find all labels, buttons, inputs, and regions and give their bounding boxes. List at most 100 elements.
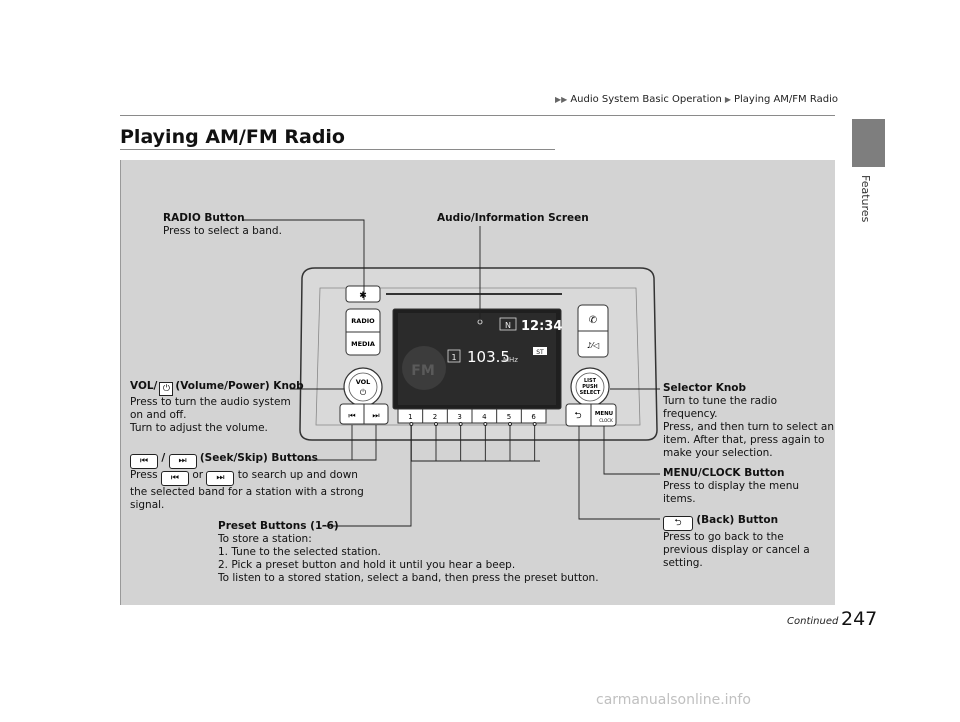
selector-desc-line: Turn to tune the radio xyxy=(663,395,778,407)
seek-title: (Seek/Skip) Buttons xyxy=(199,452,318,464)
menu-desc-line: Press to display the menu xyxy=(663,480,800,492)
section-tab xyxy=(852,119,885,167)
vol-desc-line: Press to turn the audio system xyxy=(130,396,291,408)
seek-callout: ⏮ / ⏭ (Seek/Skip) Buttons Press ⏮ or ⏭ t… xyxy=(130,452,364,512)
selector-desc-line: frequency. xyxy=(663,408,718,420)
continued-note: Continued xyxy=(787,616,839,627)
phone-icon[interactable]: ✆ xyxy=(589,315,597,326)
back-desc-line: setting. xyxy=(663,557,703,569)
seek-title-sep: / xyxy=(161,452,166,464)
menu-desc-line: items. xyxy=(663,493,696,505)
menu-clock-title: MENU/CLOCK Button xyxy=(663,467,785,479)
breadcrumb-item[interactable]: Playing AM/FM Radio xyxy=(733,94,838,105)
brightness-icon: ✱ xyxy=(359,291,367,301)
back-title: (Back) Button xyxy=(696,514,779,526)
radio-button-callout: RADIO Button Press to select a band. xyxy=(163,212,282,238)
screen-callout-title: Audio/Information Screen xyxy=(437,212,589,224)
vol-knob-callout: VOL/⏻(Volume/Power) Knob Press to turn t… xyxy=(130,380,304,435)
selector-desc-line: make your selection. xyxy=(663,447,773,459)
gear-badge xyxy=(499,317,517,331)
selector-label-push: PUSH xyxy=(582,384,598,390)
back-desc-line: previous display or cancel a xyxy=(663,544,810,556)
menu-button[interactable]: MENU xyxy=(595,411,613,417)
selector-title: Selector Knob xyxy=(663,382,747,394)
stereo-badge xyxy=(533,347,547,355)
page-title: Playing AM/FM Radio xyxy=(120,126,345,148)
preset-tick-dot xyxy=(434,422,438,426)
radio-button[interactable]: RADIO xyxy=(351,317,375,325)
menu-clock-callout: MENU/CLOCK Button Press to display the m… xyxy=(663,467,799,506)
radio-leader xyxy=(243,219,365,300)
back-desc-line: Press to go back to the xyxy=(663,531,784,543)
preset-desc-line: To store a station: xyxy=(218,533,312,545)
frequency-display: 103.5 xyxy=(467,348,510,366)
day-night-button[interactable] xyxy=(345,285,381,303)
preset-tick-dot xyxy=(458,422,463,426)
seek-or-text: or xyxy=(192,469,204,481)
preset-button-5[interactable]: 5 xyxy=(507,413,511,421)
preset-desc-line: To listen to a stored station, select a … xyxy=(218,572,599,584)
preset-button-3[interactable]: 3 xyxy=(457,413,461,421)
leader-lines xyxy=(243,219,660,527)
radio-button-desc: Press to select a band. xyxy=(163,225,282,237)
vol-title-prefix: VOL/ xyxy=(130,380,158,392)
seek-forward-icon: ⏭ xyxy=(168,454,197,469)
selector-desc-line: item. After that, press again to xyxy=(663,434,825,446)
preset-title: Preset Buttons (1-6) xyxy=(218,520,339,532)
vol-desc-line: on and off. xyxy=(130,409,187,421)
seek-rest-text: to search up and down xyxy=(237,469,358,481)
power-icon: ⏻ xyxy=(360,388,367,397)
selector-label-select: SELECT xyxy=(580,390,601,396)
stereo-label: ST xyxy=(536,349,544,356)
menu-leader xyxy=(603,426,660,475)
back-icon: ⮌ xyxy=(663,516,693,531)
back-leader xyxy=(578,426,660,520)
preset-desc-line: 2. Pick a preset button and hold it unti… xyxy=(218,559,516,571)
preset-buttons-callout: Preset Buttons (1-6) To store a station:… xyxy=(218,520,599,585)
back-icon[interactable]: ⮌ xyxy=(574,411,581,421)
seek-press-text: Press xyxy=(130,469,158,481)
selector-label-list: LIST xyxy=(584,378,597,384)
media-button[interactable]: MEDIA xyxy=(351,340,375,348)
back-button-callout: ⮌ (Back) Button Press to go back to the … xyxy=(663,514,810,570)
seek-leader-right xyxy=(300,425,377,461)
page-number: 247 xyxy=(841,608,878,630)
power-icon: ⏻ xyxy=(159,382,174,396)
seek-back-icon[interactable]: ⏮ xyxy=(348,411,355,420)
vol-title-suffix: (Volume/Power) Knob xyxy=(175,380,304,392)
clock-sub-label: CLOCK xyxy=(599,418,613,423)
preset-tick-dot xyxy=(532,422,537,426)
preset-number: 1 xyxy=(451,353,456,362)
unit-inner-frame xyxy=(315,287,641,426)
preset-badge xyxy=(447,349,461,363)
seek-forward-icon[interactable]: ⏭ xyxy=(372,411,379,420)
preset-tick-dot xyxy=(409,422,414,426)
preset-button-4[interactable]: 4 xyxy=(482,413,487,421)
vol-label: VOL xyxy=(356,378,371,386)
title-divider xyxy=(120,149,555,150)
preset-button-2[interactable]: 2 xyxy=(433,413,437,421)
vol-knob[interactable] xyxy=(343,367,383,407)
preset-button-6[interactable]: 6 xyxy=(531,413,536,421)
screen-logo-bg xyxy=(402,346,446,390)
frequency-unit: MHz xyxy=(503,356,518,364)
gear-indicator: N xyxy=(505,321,511,330)
band-indicator: FM xyxy=(411,363,435,379)
seek-desc-line: signal. xyxy=(130,499,165,511)
preset-bracket-ticks xyxy=(409,422,537,461)
breadcrumb-item[interactable]: Audio System Basic Operation xyxy=(570,94,722,105)
vol-knob-ring xyxy=(348,372,378,402)
seek-back-icon: ⏮ xyxy=(160,471,189,486)
preset-desc-line: 1. Tune to the selected station. xyxy=(218,546,381,558)
selector-knob-ring xyxy=(575,372,605,402)
header-divider xyxy=(120,115,835,116)
voice-icon[interactable]: ♪⁄◁ xyxy=(587,341,600,350)
preset-button-1[interactable]: 1 xyxy=(408,413,412,421)
seek-desc-line: the selected band for a station with a s… xyxy=(130,486,364,498)
preset-tick-dot xyxy=(508,422,512,426)
vol-desc-line: Turn to adjust the volume. xyxy=(130,422,268,434)
breadcrumb-arrow-icon: ▶ xyxy=(724,95,731,104)
radio-button-title: RADIO Button xyxy=(163,212,245,224)
preset-tick-dot xyxy=(483,422,488,426)
